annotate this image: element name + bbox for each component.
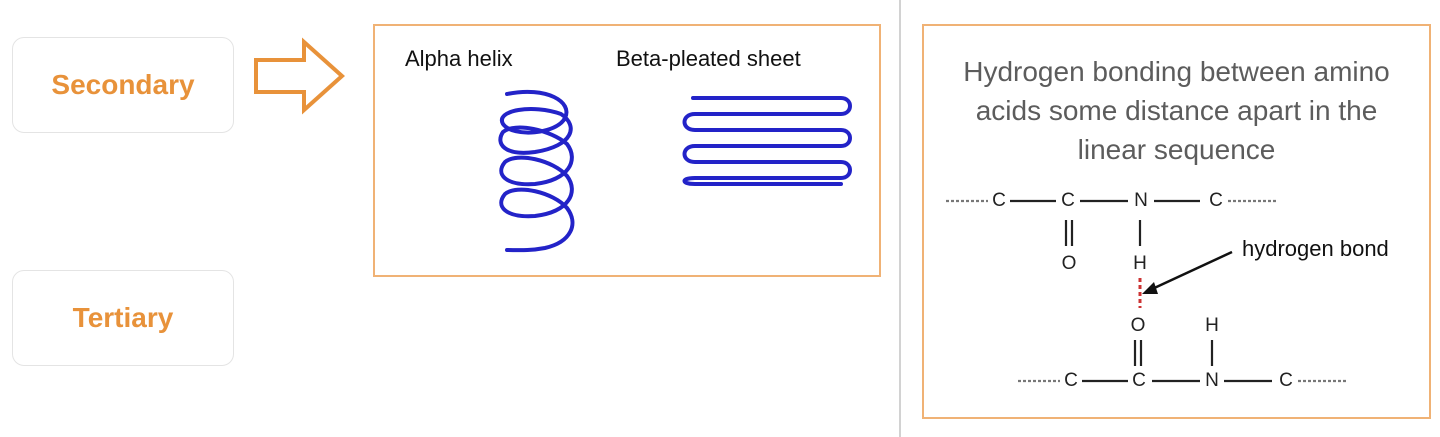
top-nitrogen: N (1134, 190, 1148, 211)
right-arrow-icon (254, 37, 345, 115)
alpha-helix-drawing (498, 89, 575, 253)
secondary-structures-panel: Alpha helix Beta-pleated sheet (373, 24, 881, 277)
bottom-carbon-3: C (1279, 370, 1293, 391)
top-carbon-1: C (992, 190, 1006, 211)
tertiary-box[interactable]: Tertiary (12, 270, 234, 366)
tertiary-label: Tertiary (72, 302, 174, 333)
top-carbon-2: C (1061, 190, 1075, 211)
beta-sheet-label: Beta-pleated sheet (616, 46, 801, 71)
secondary-label: Secondary (51, 69, 195, 100)
top-carbon-3: C (1209, 190, 1223, 211)
hydrogen-bonding-description: Hydrogen bonding between amino acids som… (963, 56, 1390, 165)
vertical-divider (899, 0, 901, 437)
top-oxygen: O (1061, 253, 1077, 274)
bottom-hydrogen: H (1205, 315, 1219, 336)
bottom-carbon-2: C (1132, 370, 1146, 391)
bottom-oxygen: O (1130, 315, 1146, 336)
beta-sheet-drawing (682, 96, 852, 186)
alpha-helix-label: Alpha helix (405, 46, 513, 71)
hydrogen-bonding-panel: Hydrogen bonding between amino acids som… (922, 24, 1431, 419)
bottom-carbon-1: C (1064, 370, 1078, 391)
bottom-nitrogen: N (1205, 370, 1219, 391)
secondary-box[interactable]: Secondary (12, 37, 234, 133)
peptide-bond-diagram (946, 199, 1348, 383)
top-hydrogen: H (1133, 253, 1147, 274)
hydrogen-bond-label: hydrogen bond (1242, 236, 1389, 261)
